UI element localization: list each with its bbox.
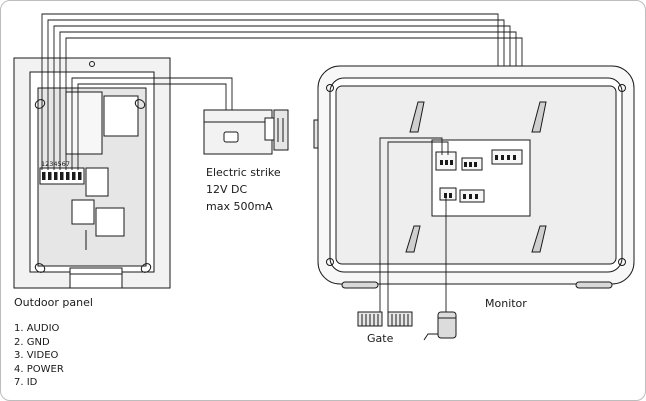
terminal-numbers: 1234567: [41, 160, 70, 168]
legend-item: 2. GND: [14, 336, 50, 348]
gate: [357, 311, 413, 327]
gate-wires: [379, 137, 449, 312]
power-adapter: [423, 311, 457, 341]
electric-strike-label: Electric strike 12V DC max 500mA: [206, 164, 281, 215]
legend-item: 3. VIDEO: [14, 350, 59, 361]
monitor-label: Monitor: [485, 297, 527, 310]
electric-strike-current: max 500mA: [206, 200, 273, 213]
gate-label: Gate: [367, 332, 394, 345]
outdoor-terminal-screws: [42, 172, 82, 180]
monitor: [313, 65, 635, 289]
electric-strike-title: Electric strike: [206, 166, 281, 179]
legend-item: 1. AUDIO: [14, 323, 60, 334]
legend-item: 4. POWER: [14, 363, 64, 375]
electric-strike: [203, 109, 289, 155]
electric-strike-voltage: 12V DC: [206, 183, 248, 196]
outdoor-panel-label: Outdoor panel: [14, 296, 93, 309]
legend-item: 7. ID: [14, 377, 38, 388]
outdoor-panel: [13, 57, 171, 289]
terminal-legend: 1. AUDIO 2. GND 3. VIDEO 4. POWER 7. ID: [14, 322, 64, 390]
monitor-mount-hooks: [405, 101, 547, 253]
